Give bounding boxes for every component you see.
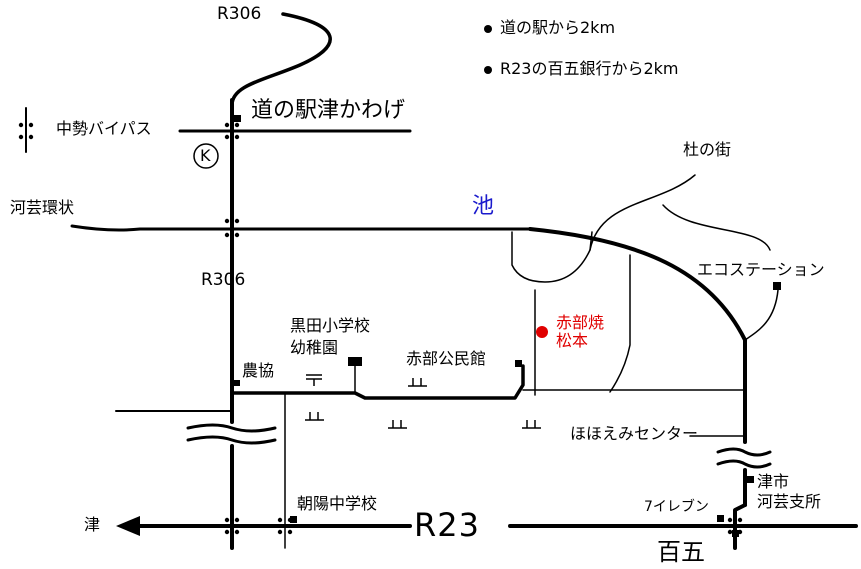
kindergarten-marker [348, 357, 362, 366]
r306-break-lower [186, 435, 277, 445]
r23-label: R23 [414, 506, 480, 544]
legend-bullet-icon [484, 25, 492, 33]
asahi-school-label: 朝陽中学校 [297, 494, 378, 513]
seven-eleven-label: 7イレブン [644, 499, 709, 515]
tsu-label: 津 [84, 515, 101, 534]
pond-outline [511, 231, 593, 283]
hyakugo-marker [732, 530, 739, 537]
kawage-loop-east [528, 227, 747, 342]
arrow-west-icon [116, 516, 140, 536]
legend-item-roadside: 道の駅から2km [500, 18, 616, 37]
nokyo-marker [234, 380, 240, 386]
asahi-school-marker [290, 516, 297, 523]
local-road-east [609, 254, 631, 393]
kawage-loop-road [70, 224, 532, 232]
intersection-icon [18, 122, 34, 140]
tsu-city-label: 津市 [757, 472, 790, 491]
r306-north-curve [230, 12, 332, 107]
chusei-bypass-label: 中勢バイパス [56, 119, 152, 138]
r306-top-label: R306 [217, 4, 262, 24]
rice-field-icon [522, 420, 541, 429]
east-road-break-upper [716, 447, 772, 457]
legend-item-bank: R23の百五銀行から2km [500, 59, 679, 78]
kindergarten-label: 幼稚園 [290, 338, 339, 357]
roadside-station-label: 道の駅津かわげ [251, 98, 406, 123]
kawage-loop-label: 河芸環状 [10, 198, 75, 217]
rice-field-icon [408, 378, 427, 387]
intersection-markers [18, 122, 743, 535]
matsumoto-label: 松本 [556, 331, 589, 350]
k-marker-circle [193, 143, 219, 169]
intersection-icon [224, 517, 240, 535]
eco-station-label: エコステーション [697, 260, 825, 279]
hyakugo-label: 百五 [657, 538, 705, 566]
east-road-break-lower [716, 459, 772, 469]
morinomachi-road-2 [662, 204, 771, 251]
eco-station-marker [773, 282, 781, 290]
morinomachi-road-1 [589, 174, 696, 251]
intersection-icon [224, 122, 240, 140]
pond-label: 池 [472, 194, 495, 219]
kuroda-school-label: 黒田小学校 [290, 316, 371, 335]
seven-eleven-marker [717, 515, 724, 522]
kawage-branch-label: 河芸支所 [757, 492, 822, 511]
rice-field-icon [388, 420, 407, 429]
akabu-hall-label: 赤部公民館 [406, 349, 487, 368]
k-marker-label: K [200, 146, 211, 165]
roadside-station-marker [234, 115, 241, 122]
destination-marker-icon [536, 326, 548, 338]
post-office-icon [306, 374, 322, 386]
morinomachi-label: 杜の街 [683, 140, 732, 159]
r306-mid-label: R306 [201, 270, 246, 290]
nokyo-road [230, 364, 525, 400]
legend-bullet-icon [484, 66, 492, 74]
nokyo-label: 農協 [242, 361, 275, 380]
akabu-yaki-label: 赤部焼 [556, 313, 605, 332]
rice-field-icon [305, 412, 324, 421]
r306-break-upper [186, 423, 277, 433]
eco-road [744, 289, 779, 341]
hohoemi-center-label: ほほえみセンター [570, 424, 699, 443]
akabu-hall-marker [515, 360, 522, 367]
tsu-office-marker [747, 476, 754, 483]
intersection-icon [224, 218, 240, 238]
